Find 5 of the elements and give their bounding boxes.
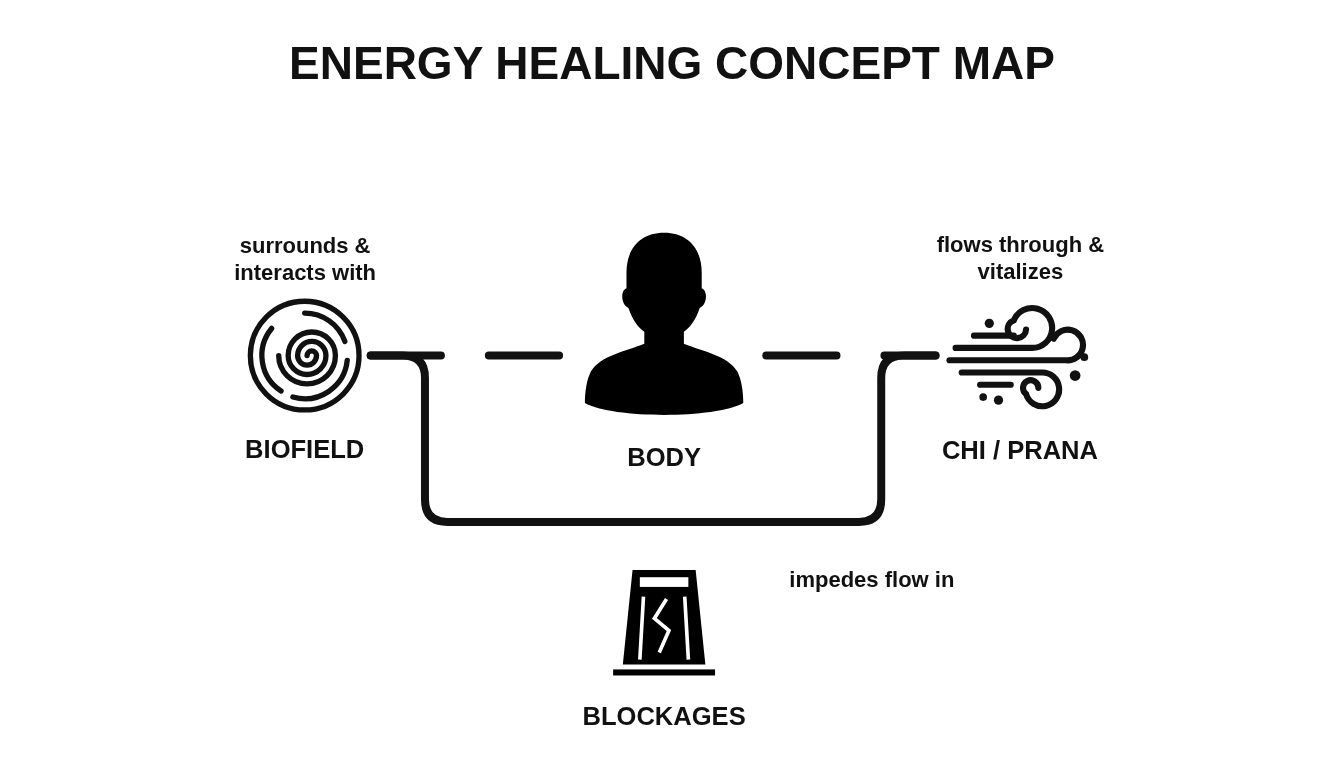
diagram-title: ENERGY HEALING CONCEPT MAP [289,36,1055,90]
node-caption: surrounds & interacts with [233,231,378,287]
node-caption: impedes flow in [789,566,955,594]
connector-line [367,351,940,526]
node-caption: flows through & vitalizes [935,230,1106,286]
